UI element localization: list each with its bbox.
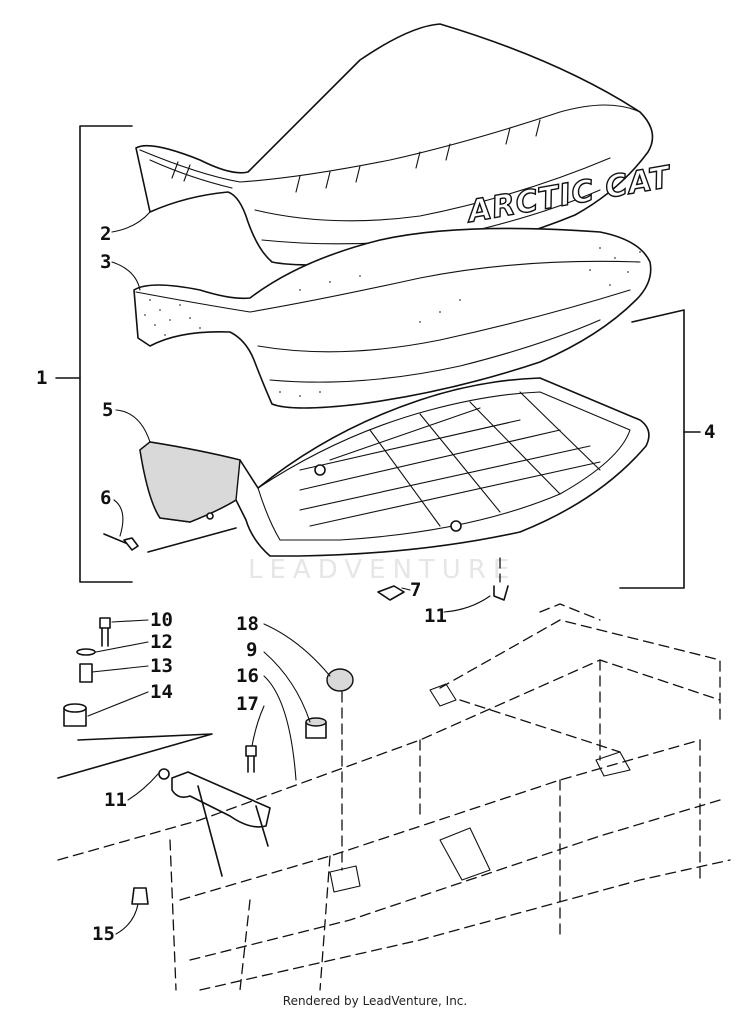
grommet-14: [63, 703, 87, 727]
cap-15: [131, 887, 149, 905]
seat-base: [139, 377, 650, 557]
bolt-17: [245, 745, 257, 773]
callout-9: 9: [246, 639, 257, 661]
callout-16: 16: [236, 665, 259, 687]
footer-credit: Rendered by LeadVenture, Inc.: [282, 994, 468, 1008]
callout-15: 15: [92, 923, 115, 945]
callout-4: 4: [704, 421, 715, 443]
callout-3: 3: [100, 251, 111, 273]
spacer-13: [79, 663, 93, 683]
seat-foam: [133, 227, 652, 409]
callout-6: 6: [100, 487, 111, 509]
seat-clip-upper: [493, 585, 509, 601]
callout-12: 12: [150, 631, 173, 653]
callout-18: 18: [236, 613, 259, 635]
callout-14: 14: [150, 681, 173, 703]
bolt-10: [99, 617, 111, 647]
leader-line: [147, 527, 237, 553]
callout-labels: 1 2 3 4 5 6 7 9 10 11 11 12 13 14 15 16 …: [36, 223, 715, 945]
callout-11-lower: 11: [104, 789, 127, 811]
latch-bracket: [171, 771, 271, 877]
leader-line: [57, 733, 213, 779]
callout-1: 1: [36, 367, 47, 389]
callout-11-upper: 11: [424, 605, 447, 627]
group-bracket-1: [55, 125, 133, 583]
callout-13: 13: [150, 655, 173, 677]
callout-2: 2: [100, 223, 111, 245]
seat-latch-plate: [377, 585, 405, 601]
bumper-9: [305, 717, 327, 739]
vehicle-frame: [57, 603, 731, 991]
seat-cover: ARCTIC CAT: [135, 23, 676, 266]
group-bracket-4: [619, 309, 701, 589]
callout-leaders: [87, 211, 491, 935]
callout-5: 5: [102, 399, 113, 421]
callout-17: 17: [236, 693, 259, 715]
push-rivet: [103, 533, 139, 551]
clip-11-lower: [158, 768, 170, 780]
callout-7: 7: [410, 579, 421, 601]
washer-12: [76, 648, 96, 656]
knob-18: [326, 668, 354, 692]
watermark-text: LEADVENTURE: [248, 555, 516, 585]
callout-10: 10: [150, 609, 173, 631]
